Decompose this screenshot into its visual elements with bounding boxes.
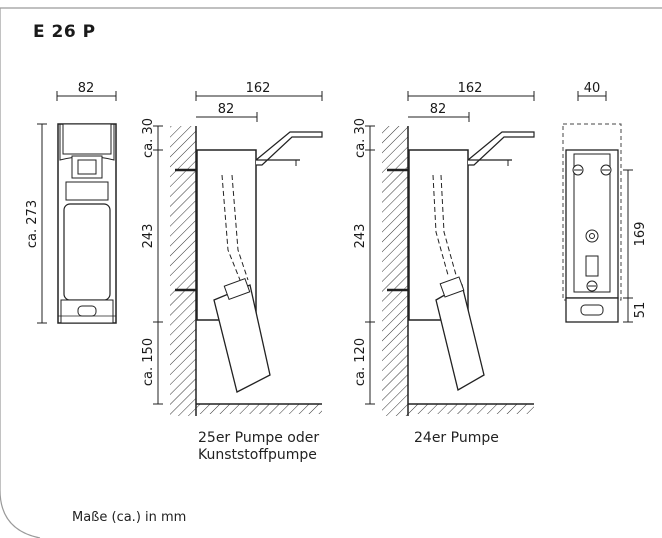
dim-side1-total-width: 162 [246,81,271,96]
dim-side2-bottom: ca. 120 [353,338,368,386]
back-view [562,91,633,323]
dim-side2-body-width: 82 [430,102,447,117]
dim-side2-total-width: 162 [458,81,483,96]
dim-side1-top: ca. 30 [141,118,156,158]
dim-side2-top: ca. 30 [353,118,368,158]
product-title: E 26 P [33,22,96,42]
caption-side-view-25er: 25er Pumpe oder Kunststoffpumpe [198,430,319,464]
side-view-25er [153,91,323,416]
dim-side1-middle: 243 [141,224,156,249]
caption-line: Kunststoffpumpe [198,447,317,463]
dim-side1-body-width: 82 [218,102,235,117]
dim-side1-bottom: ca. 150 [141,338,156,386]
dim-front-height: ca. 273 [25,200,40,248]
dim-side2-middle: 243 [353,224,368,249]
front-view [37,91,117,324]
units-note: Maße (ca.) in mm [72,510,187,525]
dim-back-height: 169 [633,222,648,247]
caption-line: 25er Pumpe oder [198,430,320,446]
dim-back-bottom: 51 [633,302,648,319]
caption-line: 24er Pumpe [414,430,499,446]
dim-front-width: 82 [78,81,95,96]
dim-back-width: 40 [584,81,601,96]
side-view-24er [365,91,535,416]
caption-side-view-24er: 24er Pumpe [414,430,499,447]
